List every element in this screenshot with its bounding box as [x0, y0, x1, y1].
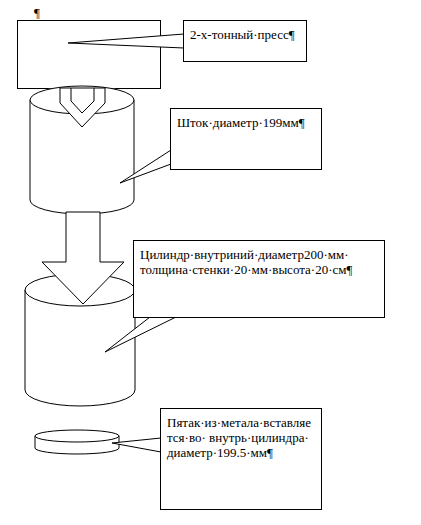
- press-punch: [60, 88, 105, 127]
- press-body: [18, 21, 161, 89]
- block-arrow: [42, 212, 124, 304]
- callout-text: Пятак·из·метала·вставляется·во· внутрь·ц…: [167, 415, 315, 460]
- callout-box: 2-х-тонный·пресс¶: [183, 20, 307, 62]
- callout-box: Цилиндр·внутриний·диаметр200·мм· толщина…: [133, 240, 385, 318]
- callout-box: Пятак·из·метала·вставляется·во· внутрь·ц…: [160, 408, 322, 510]
- disk-top: [35, 430, 119, 442]
- callout-text: 2-х-тонный·пресс¶: [190, 27, 300, 42]
- callout-text: Шток·диаметр·199мм¶: [177, 115, 315, 130]
- callout-tail: [112, 438, 161, 452]
- paragraph-mark: ¶: [34, 6, 40, 20]
- cylinder-body: [25, 290, 135, 406]
- callout-tail: [68, 34, 184, 48]
- callout-tail: [105, 317, 176, 352]
- callout-tail: [120, 150, 171, 183]
- punch-edge: [71, 88, 94, 113]
- callout-box: Шток·диаметр·199мм¶: [170, 108, 322, 170]
- callout-text: Цилиндр·внутриний·диаметр200·мм· толщина…: [140, 247, 378, 277]
